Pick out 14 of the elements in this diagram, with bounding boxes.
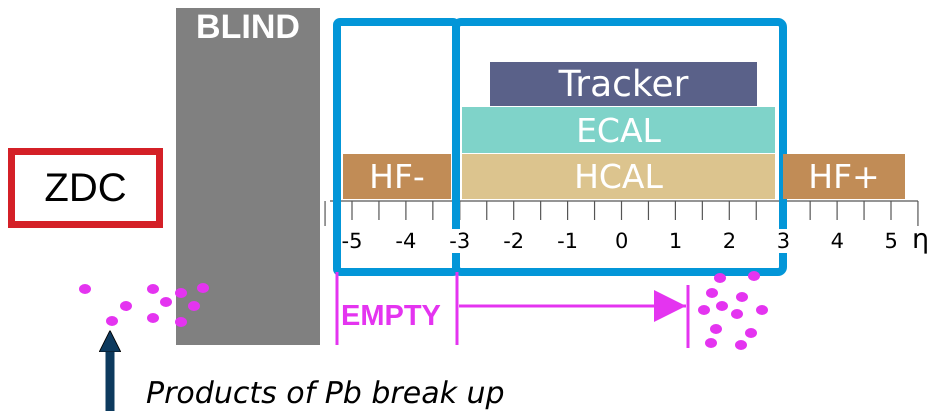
detector-band: HCAL bbox=[462, 154, 775, 199]
detector-band: Tracker bbox=[490, 62, 757, 106]
particle-cluster-drawing bbox=[78, 282, 210, 330]
tick-label: -3 bbox=[448, 229, 472, 253]
tick-label: 3 bbox=[776, 229, 792, 253]
arrow bbox=[98, 330, 122, 411]
region-label: EMPTY bbox=[341, 300, 441, 333]
detector-band: ECAL bbox=[462, 107, 775, 153]
detector-band: HF- bbox=[343, 154, 451, 199]
detector-box: ZDC bbox=[8, 148, 163, 228]
axis-label: η bbox=[912, 224, 930, 255]
detector-band: HF+ bbox=[783, 154, 905, 199]
annotation-text: Products of Pb break up bbox=[146, 376, 505, 411]
blind-region-band: BLIND bbox=[176, 8, 320, 345]
